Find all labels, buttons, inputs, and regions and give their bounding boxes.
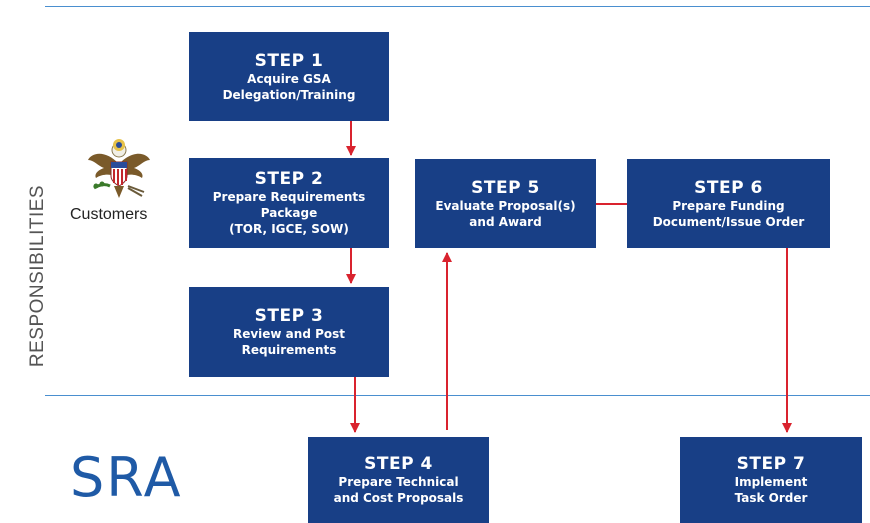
middle-divider [45,395,870,396]
customers-label: Customers [70,206,148,223]
eagle-seal-icon [88,139,150,198]
step-title: STEP 4 [364,454,433,474]
step-text-line: Evaluate Proposal(s) [435,198,576,213]
step-2-box: STEP 2 Prepare Requirements Package (TOR… [189,158,389,248]
step-text-line: (TOR, IGCE, SOW) [229,222,349,236]
step-text-line: Delegation/Training [222,87,356,102]
step-text-line: Task Order [734,491,808,505]
step-4-box: STEP 4 Prepare Technical and Cost Propos… [308,437,489,523]
step-text-line: Prepare Funding [672,198,785,213]
step-title: STEP 1 [254,50,324,71]
step-text-line: Prepare Requirements [212,190,366,204]
step-7-box: STEP 7 Implement Task Order [680,437,862,523]
step-text-line: Implement [734,475,808,489]
step-text-line: Acquire GSA [247,71,331,86]
step-text-line: Package [260,206,318,220]
step-title: STEP 3 [254,306,324,326]
top-divider [45,6,870,7]
step-text-line: Document/Issue Order [652,214,805,229]
step-title: STEP 6 [694,177,763,198]
step-title: STEP 5 [471,177,540,198]
step-1-box: STEP 1 Acquire GSA Delegation/Training [189,32,389,121]
step-text-line: Review and Post [232,327,346,341]
step-5-box: STEP 5 Evaluate Proposal(s) and Award [415,159,596,248]
sra-logo: SRA [70,446,183,509]
step-text-line: and Award [469,214,542,229]
step-text-line: and Cost Proposals [333,491,464,505]
step-text-line: Prepare Technical [338,475,459,489]
step-text-line: Requirements [241,343,337,357]
step-6-box: STEP 6 Prepare Funding Document/Issue Or… [627,159,830,248]
step-title: STEP 7 [736,454,806,474]
step-title: STEP 2 [254,169,324,189]
step-3-box: STEP 3 Review and Post Requirements [189,287,389,377]
